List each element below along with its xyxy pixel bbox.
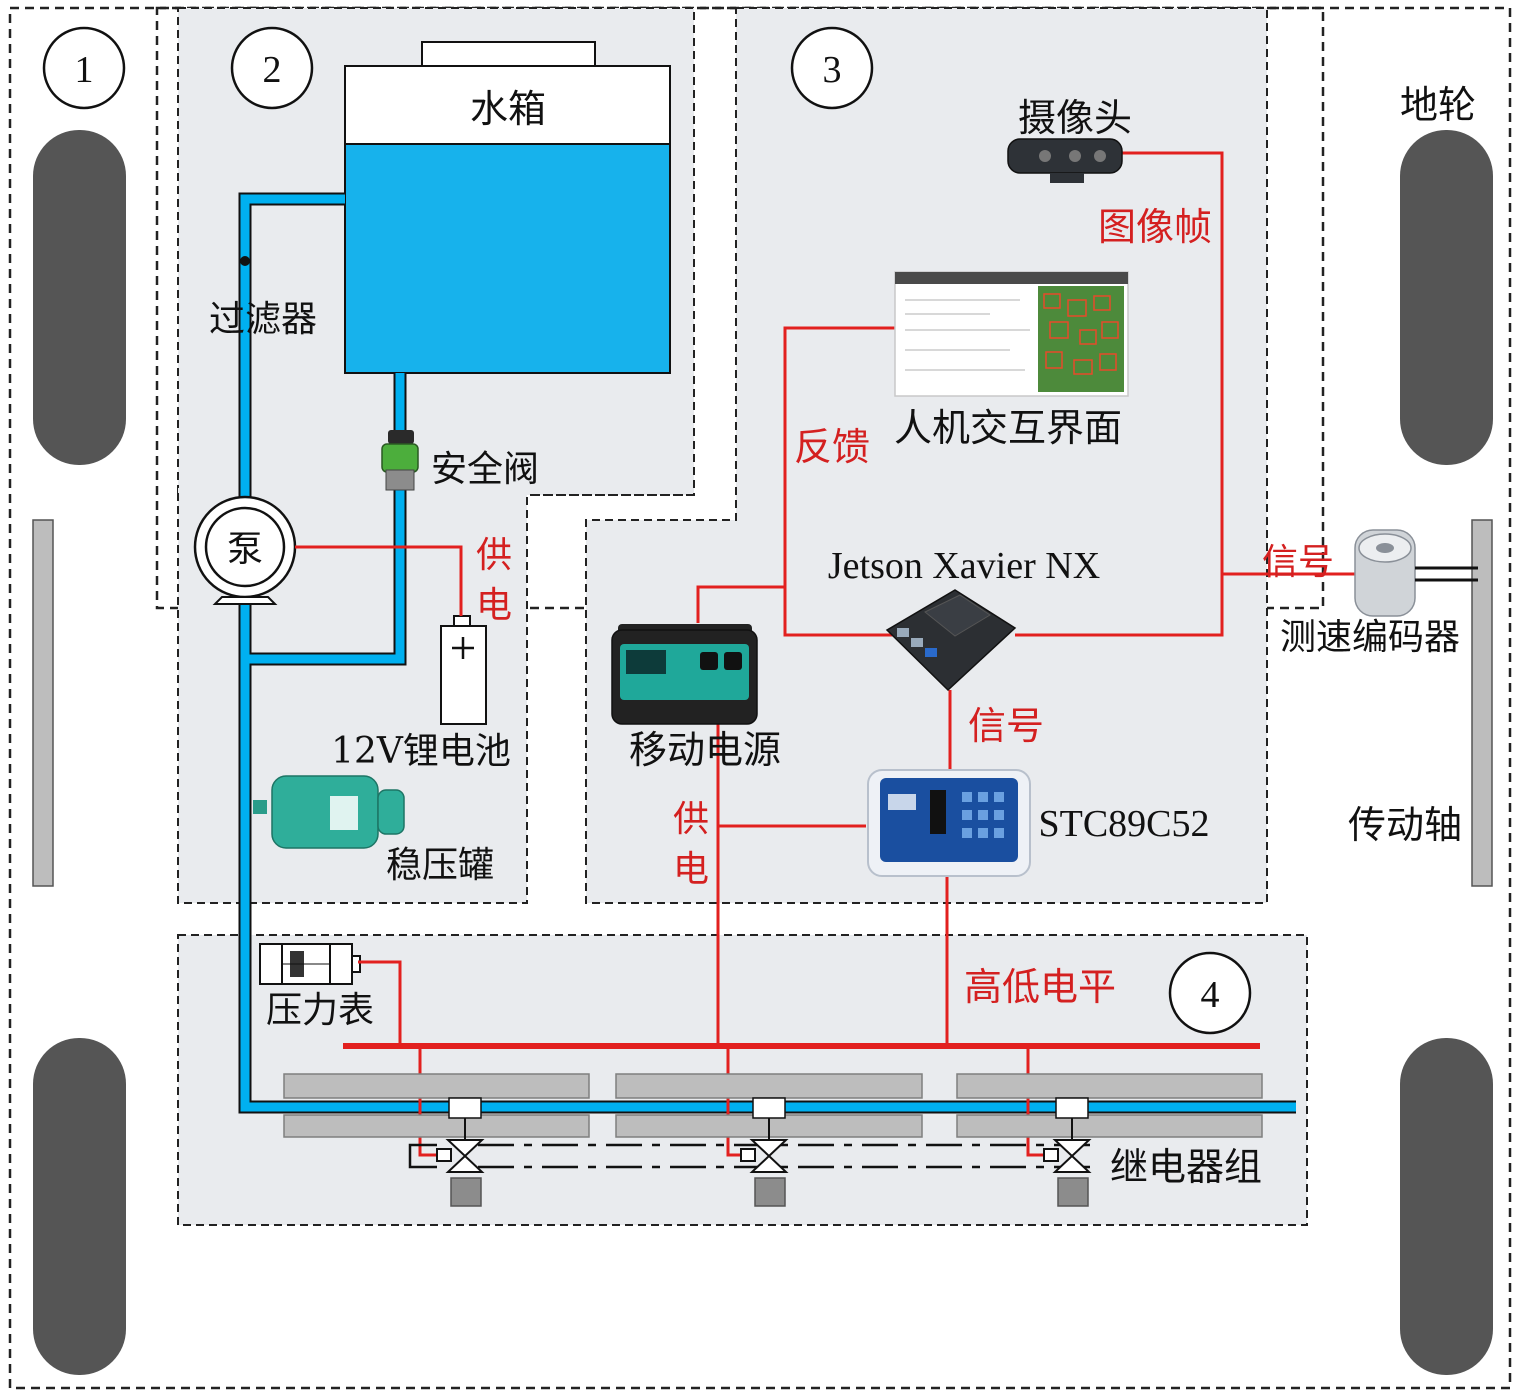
power-bank-label: 移动电源 <box>629 728 781 772</box>
water-tank-label: 水箱 <box>470 87 546 131</box>
encoder-label: 测速编码器 <box>1280 617 1460 658</box>
camera-label: 摄像头 <box>1018 96 1132 140</box>
svg-text:2: 2 <box>263 49 282 91</box>
hmi-label: 人机交互界面 <box>894 406 1122 450</box>
encoder-icon <box>1354 529 1478 617</box>
pressure-gauge-icon <box>259 943 361 985</box>
image-frame-label: 图像帧 <box>1098 205 1212 249</box>
pressure-gauge-label: 压力表 <box>266 990 374 1031</box>
power-supply-label-pump-1: 供 <box>476 535 512 576</box>
jetson-board-icon <box>885 589 1017 692</box>
wheel-rear-left <box>33 1038 126 1375</box>
power-supply-label-pump-2: 电 <box>476 585 512 626</box>
wheel-rear-right <box>1400 1038 1493 1375</box>
water-tank: 水箱 <box>344 41 671 374</box>
zone-marker-4: 4 <box>1168 951 1252 1035</box>
wheel-front-left <box>33 130 126 465</box>
feedback-label: 反馈 <box>794 425 870 469</box>
relay-control-lines <box>408 1143 1095 1169</box>
pressure-tank-label: 稳压罐 <box>386 845 494 886</box>
power-supply-label-mcu-2: 电 <box>673 849 709 890</box>
wheel-front-right <box>1400 130 1493 465</box>
pressure-tank-icon <box>253 775 405 849</box>
svg-text:1: 1 <box>75 49 94 91</box>
pump-label: 泵 <box>227 529 263 570</box>
high-low-level-label: 高低电平 <box>964 965 1116 1009</box>
signal-mcu-label: 信号 <box>968 704 1044 748</box>
safety-valve-icon <box>381 430 419 491</box>
drive-shaft-label: 传动轴 <box>1348 803 1462 847</box>
left-axle <box>32 519 54 887</box>
svg-text:4: 4 <box>1201 974 1220 1016</box>
svg-text:3: 3 <box>823 49 842 91</box>
solenoid-valve-1 <box>436 1097 485 1207</box>
zone-marker-2: 2 <box>230 26 314 110</box>
drive-shaft-bar <box>1471 519 1493 887</box>
filter-label: 过滤器 <box>209 299 317 340</box>
safety-valve-label: 安全阀 <box>431 449 539 490</box>
pump-icon: 泵 <box>193 495 297 605</box>
jetson-label: Jetson Xavier NX <box>828 545 1100 587</box>
relay-group-label: 继电器组 <box>1110 1145 1262 1189</box>
hmi-screen-icon <box>894 271 1129 397</box>
battery-label: 12V锂电池 <box>331 731 511 772</box>
camera-icon <box>1007 138 1123 183</box>
mcu-label: STC89C52 <box>1038 803 1209 845</box>
solenoid-valve-2 <box>740 1097 789 1207</box>
power-supply-label-mcu-1: 供 <box>673 799 709 840</box>
zone-marker-1: 1 <box>42 26 126 110</box>
zone-marker-3: 3 <box>790 26 874 110</box>
signal-encoder-label: 信号 <box>1262 542 1334 583</box>
mcu-board-icon <box>867 769 1031 877</box>
ground-wheel-label: 地轮 <box>1400 83 1476 127</box>
battery-icon <box>440 615 487 725</box>
power-bank-icon <box>611 624 758 725</box>
solenoid-valve-3 <box>1043 1097 1092 1207</box>
filter-icon <box>240 256 250 266</box>
